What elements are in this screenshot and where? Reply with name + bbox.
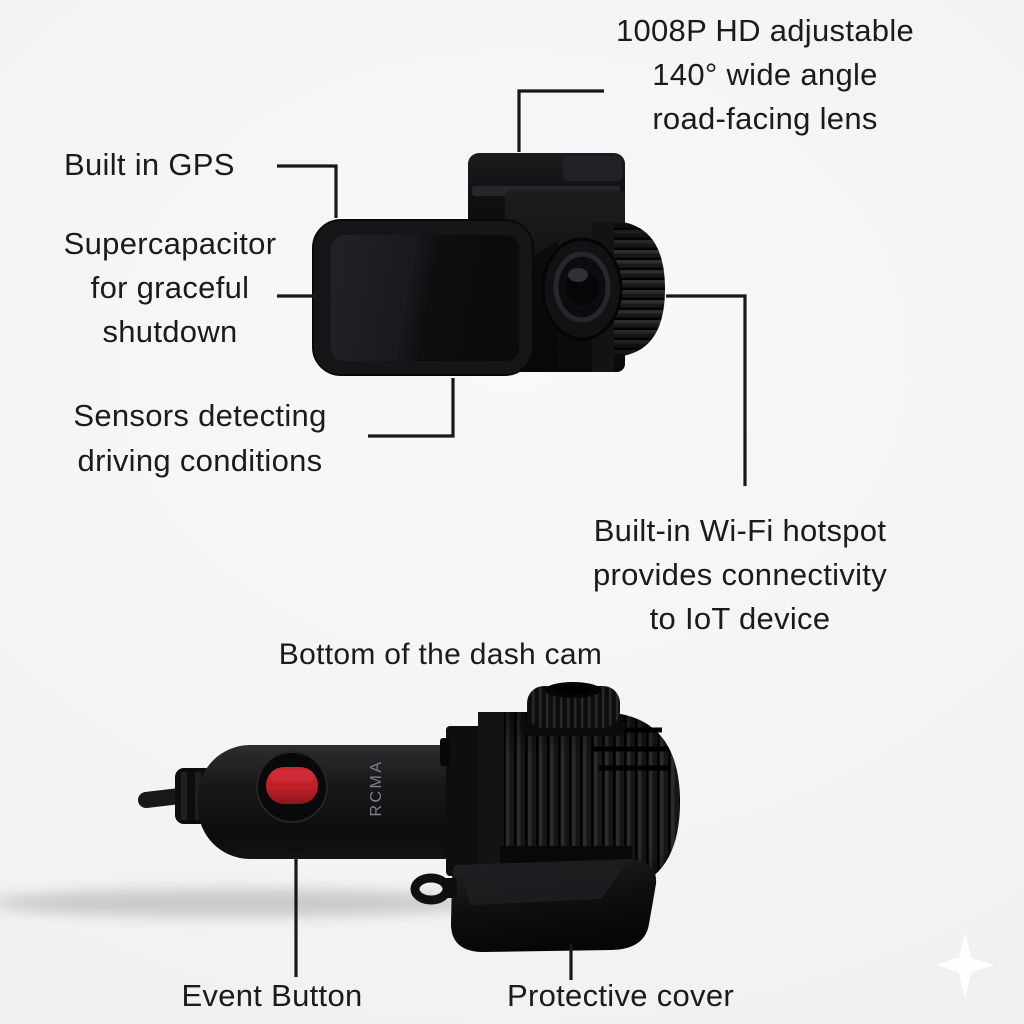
dashcam-bottom-view-illustration: RCMA (0, 682, 680, 952)
label-built-in-gps: Built in GPS (64, 143, 324, 187)
label-line: Sensors detecting (73, 398, 327, 433)
label-line: Event Button (181, 978, 363, 1013)
label-line: Supercapacitor (63, 226, 277, 261)
leader-sensors (368, 378, 455, 438)
device-print: RCMA (368, 759, 385, 816)
rear-screen (312, 219, 534, 376)
label-supercapacitor: Supercapacitor for graceful shutdown (15, 222, 325, 354)
ground-shadow (0, 889, 480, 917)
label-wifi-hotspot: Built-in Wi-Fi hotspot provides connecti… (535, 509, 945, 641)
label-road-facing-lens: 1008P HD adjustable 140° wide angle road… (545, 9, 985, 141)
leader-gps (277, 164, 338, 218)
leader-lens (517, 89, 604, 152)
leader-wifi (666, 294, 747, 486)
label-line: Built-in Wi-Fi hotspot (593, 513, 887, 548)
label-line: 1008P HD adjustable (615, 13, 915, 48)
protective-cover (410, 846, 657, 952)
camera-lens-icon (541, 237, 623, 341)
adjustment-knob (520, 682, 626, 736)
dashcam-side-view-illustration (312, 153, 665, 376)
label-event-button: Event Button (162, 974, 382, 1018)
label-line: 140° wide angle (652, 57, 878, 92)
barrel-joint (440, 726, 484, 876)
label-line: to IoT device (649, 601, 831, 636)
label-line: shutdown (102, 314, 238, 349)
label-line: Built in GPS (64, 147, 235, 182)
label-line: provides connectivity (592, 557, 888, 592)
event-button (256, 751, 328, 823)
label-sensors: Sensors detecting driving conditions (25, 393, 375, 483)
label-line: Protective cover (506, 978, 735, 1013)
caption-bottom-view: Bottom of the dash cam (238, 633, 643, 677)
label-line: driving conditions (77, 443, 323, 478)
label-line: road-facing lens (652, 101, 878, 136)
caption-line: Bottom of the dash cam (278, 638, 603, 671)
label-line: for graceful (90, 270, 250, 305)
label-protective-cover: Protective cover (478, 974, 763, 1018)
